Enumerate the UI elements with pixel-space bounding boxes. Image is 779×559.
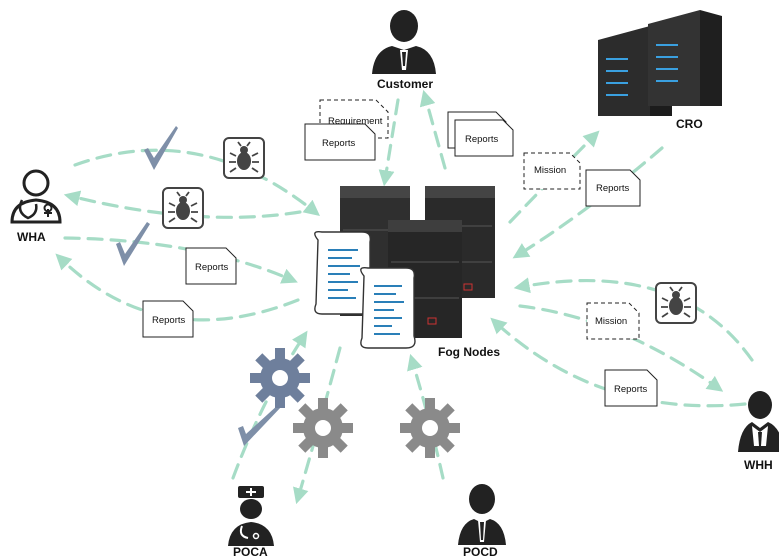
pocd-label: POCD [463,545,498,559]
arrow-fog-to-wha-bottom [55,253,300,322]
bug-icon-wha-top [223,137,265,179]
wha-label: WHA [17,230,46,244]
whh-mission-doc-label: Mission [595,316,627,327]
cro-reports-document: Reports [585,169,641,207]
arrow-poca-to-fog [231,330,308,480]
whh-reports-doc-label: Reports [614,384,648,395]
wha-reports-upper-label: Reports [195,262,229,273]
cro-mission-doc-label: Mission [534,165,566,176]
customer-reports-stack-label: Reports [465,134,499,145]
whh-label: WHH [744,458,773,472]
customer-icon [372,10,436,74]
cro-reports-doc-label: Reports [596,183,630,194]
wha-reports-document-upper: Reports [185,247,237,285]
pocd-person-icon [458,484,506,545]
customer-label: Customer [377,77,433,91]
whh-mission-document: Mission [586,302,640,340]
poca-label: POCA [233,545,268,559]
gear-icon-poca-gray [293,398,353,458]
poca-nurse-icon [228,486,274,546]
bug-icon-whh [655,282,697,324]
gear-icon-pocd [400,398,460,458]
customer-reports-document: Reports [304,123,376,161]
arrow-fog-to-wha-mid [63,190,302,219]
arrow-fog-to-cro [508,130,600,224]
customer-reports-doc-label: Reports [322,138,356,149]
check-icon-wha-top [144,126,178,170]
arrow-wha-to-fog-low [63,236,298,284]
fog-nodes-label: Fog Nodes [438,345,500,359]
cro-server-icon [598,10,722,116]
wha-reports-document-lower: Reports [142,300,194,338]
arrow-wha-to-fog-top [73,148,320,216]
gear-icon-poca-blue [250,348,310,408]
cro-mission-document: Mission [523,152,581,190]
check-icon-wha-mid [116,222,150,266]
bug-icon-wha-mid [162,187,204,229]
wha-doctor-icon [10,169,62,224]
requirement-doc-label: Requirement [328,116,383,127]
whh-person-icon [738,391,779,452]
arrow-customer-to-fog [378,98,400,187]
cro-label: CRO [676,117,703,131]
customer-reports-stack: Reports [447,111,514,157]
arrow-fog-to-customer [419,89,447,170]
check-icon-poca [238,404,282,446]
whh-reports-document: Reports [604,369,658,407]
data-scroll-front [360,266,416,349]
wha-reports-lower-label: Reports [152,315,186,326]
